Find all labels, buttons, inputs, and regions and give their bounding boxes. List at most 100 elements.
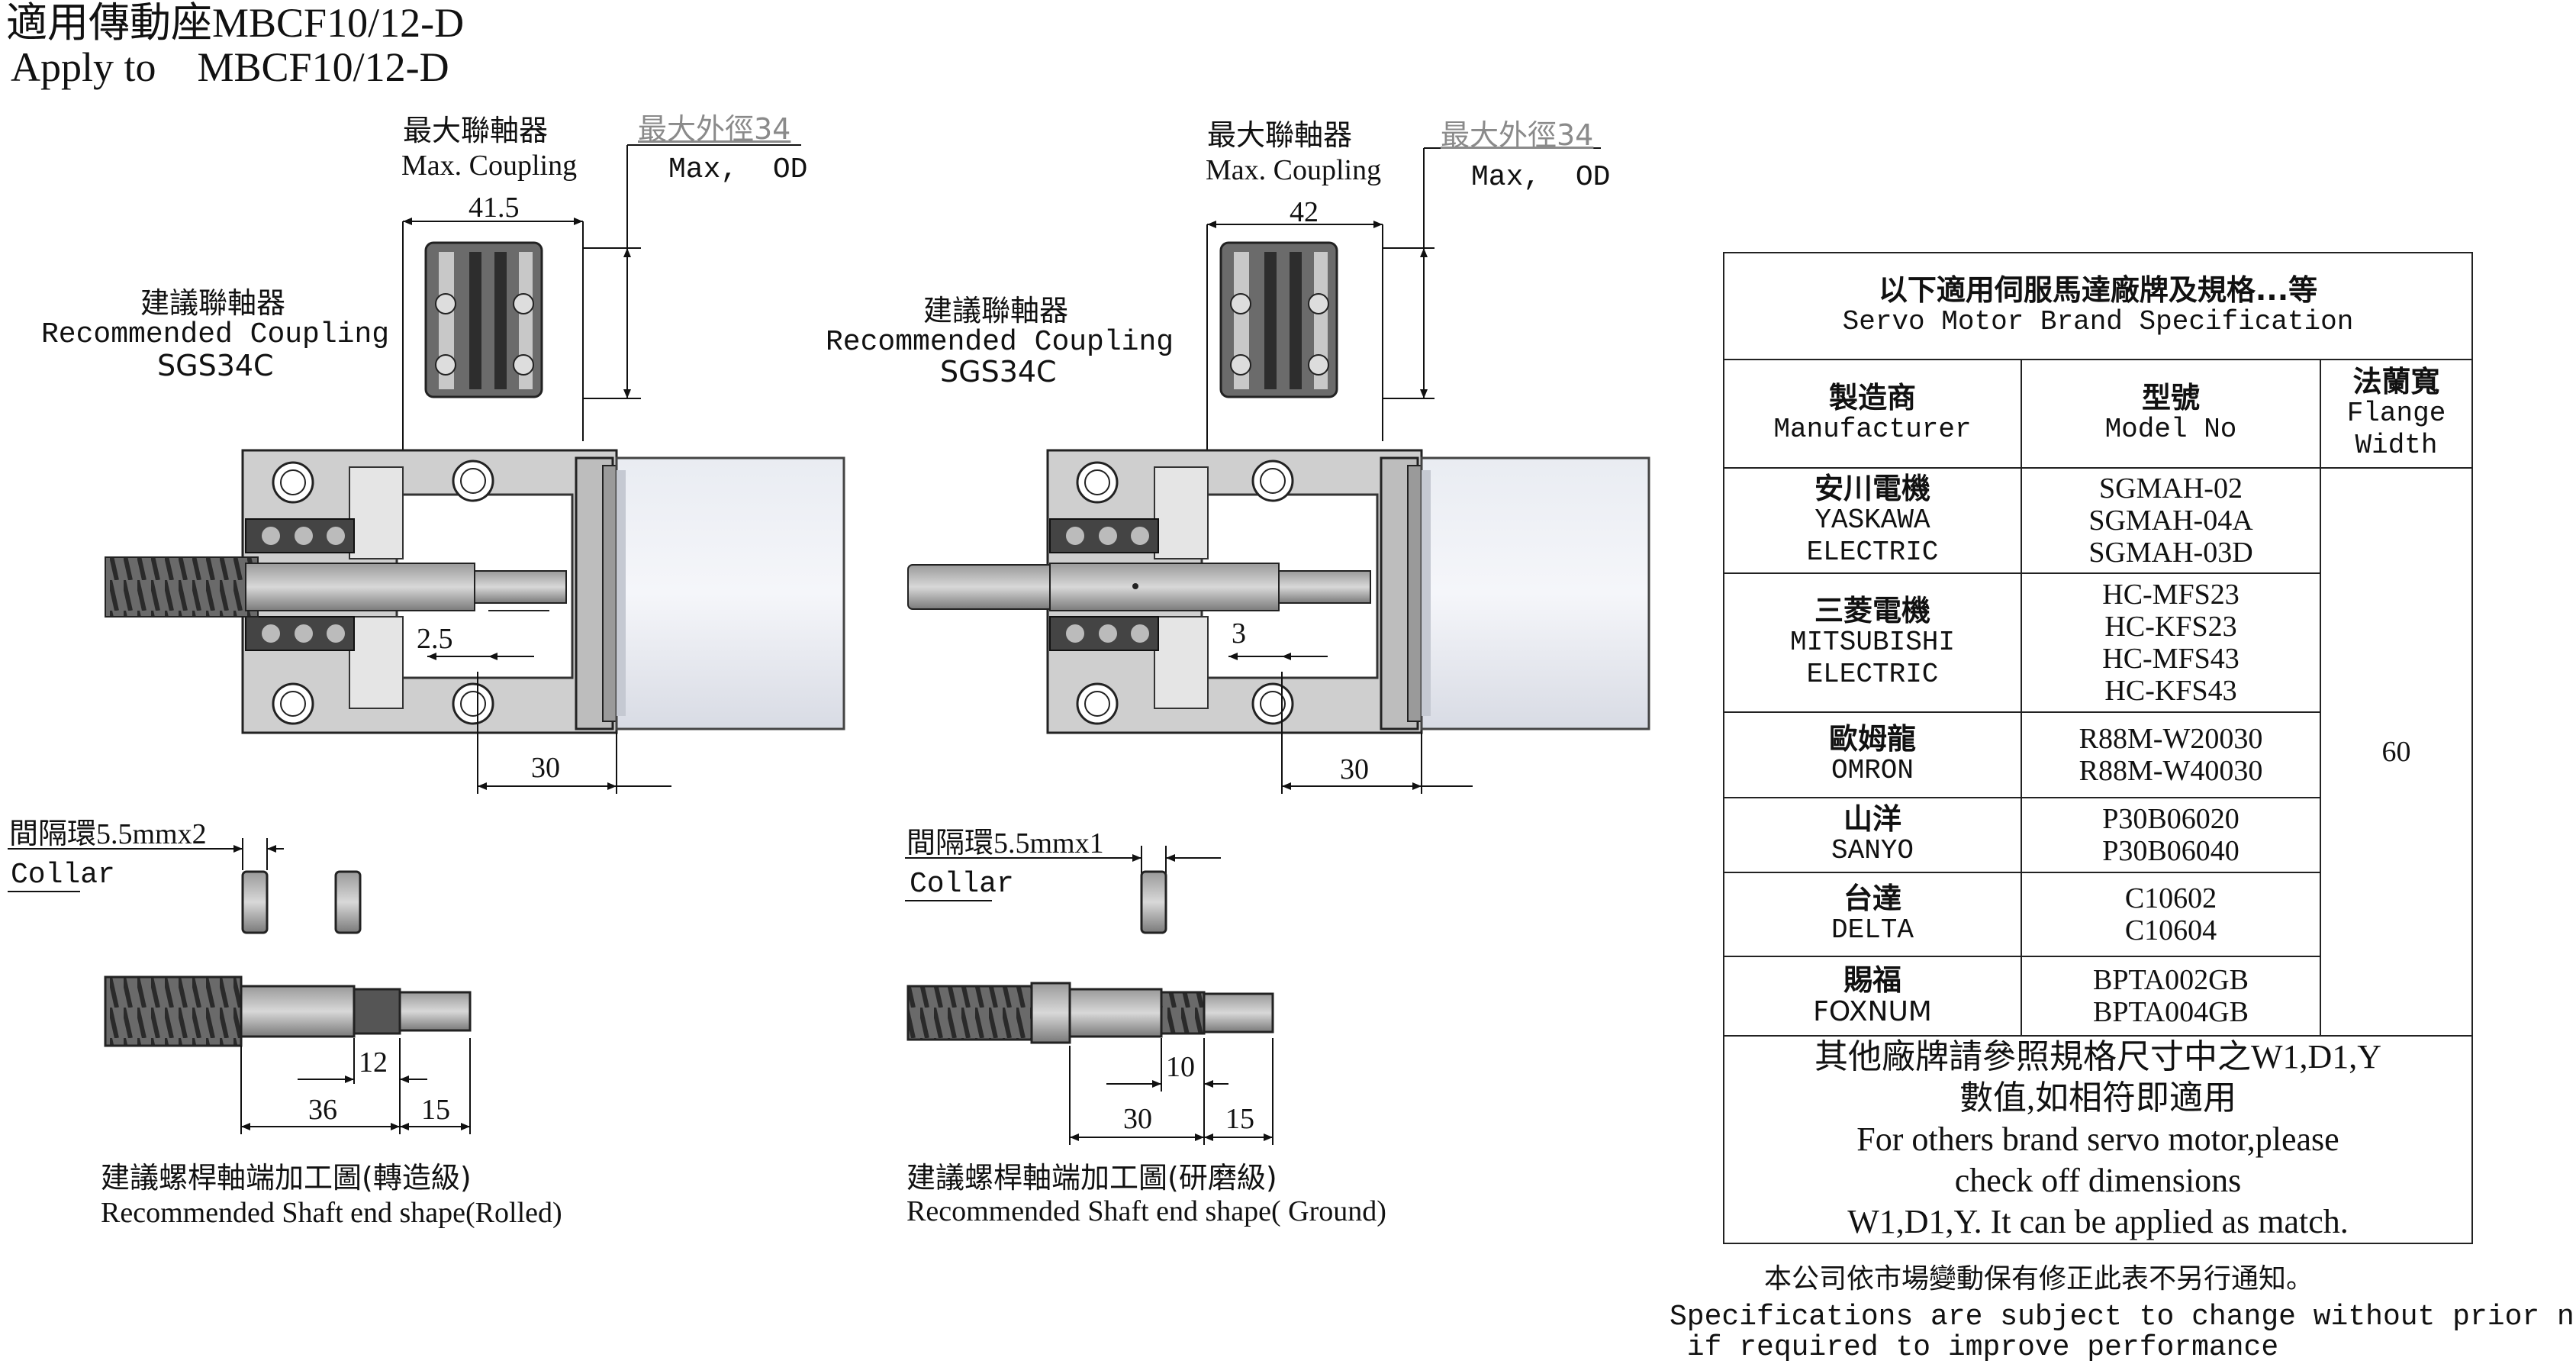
left-max-coupling-zh: 最大聯軸器 [403,114,549,147]
right-rec-coupling-model: SGS34C [940,355,1057,389]
servo-brand-table: 以下適用伺服馬達廠牌及規格...等 Servo Motor Brand Spec… [1723,252,2473,1244]
brand-en: YASKAWA [1814,505,1930,536]
model-no: C10604 [2124,914,2217,946]
brand-en: SANYO [1831,835,1914,866]
brand-en: ELECTRIC [1806,537,1939,568]
brand-en: ELECTRIC [1806,659,1939,690]
right-collar-zh: 間隔環5.5mmx1 [906,827,1104,859]
table-row: 歐姆龍 OMRON R88M-W20030 R88M-W40030 [1723,711,2472,798]
right-depth-dim: 30 [1340,753,1369,785]
col-flange-en1: Flange [2346,398,2446,429]
left-max-coupling-en: Max. Coupling [401,150,578,182]
left-gap-dim: 2.5 [417,623,453,655]
assembly-drawings [8,144,1650,1145]
left-collar-zh: 間隔環5.5mmx2 [9,818,207,850]
right-max-coupling-en: Max. Coupling [1206,154,1382,186]
col-manufacturer-header: 製造商 Manufacturer [1723,359,2022,469]
left-assembly [105,144,845,794]
col-flange-header: 法蘭寬 Flange Width [2320,359,2473,469]
left-max-od-zh: 最大外徑34 [638,112,791,146]
left-collars [8,838,362,934]
footer-notice-en1: Specifications are subject to change wit… [1670,1301,2576,1333]
left-coupling-width-dim: 41.5 [469,192,520,224]
table-note-line: check off dimensions [1954,1162,2242,1199]
flange-width-value: 60 [2381,736,2411,768]
right-collars [905,846,1221,934]
model-no: SGMAH-02 [2099,472,2243,505]
model-no: HC-KFS43 [2104,675,2237,707]
model-no: P30B06040 [2102,835,2240,867]
col-model-zh: 型號 [2141,381,2200,414]
right-shaft-dim-c: 15 [1225,1103,1254,1135]
col-manufacturer-en: Manufacturer [1773,414,1972,445]
left-shaft-dim-b: 36 [308,1094,337,1126]
table-note-line: 數值,如相符即適用 [1959,1079,2236,1117]
left-rec-coupling-zh: 建議聯軸器 [140,286,286,320]
brand-zh: 三菱電機 [1814,594,1930,627]
model-no: C10602 [2124,882,2217,914]
brand-zh: 歐姆龍 [1828,722,1916,756]
model-no: BPTA002GB [2093,964,2249,996]
table-row: 山洋 SANYO P30B06020 P30B06040 [1723,797,2472,873]
col-flange-en2: Width [2355,430,2438,461]
footer-notice-zh: 本公司依市場變動保有修正此表不另行通知。 [1764,1263,2314,1295]
right-coupling-width-dim: 42 [1290,196,1319,228]
model-no: R88M-W20030 [2079,723,2263,755]
table-note-line: 其他廠牌請參照規格尺寸中之W1,D1,Y [1814,1038,2382,1075]
model-no: SGMAH-04A [2088,505,2253,537]
left-caption-zh: 建議螺桿軸端加工圖(轉造級) [101,1161,472,1195]
left-rec-coupling-en: Recommended Coupling [41,318,390,351]
table-row: 安川電機 YASKAWA ELECTRIC SGMAH-02 SGMAH-04A… [1723,467,2473,1036]
table-title-zh: 以下適用伺服馬達廠牌及規格...等 [1878,273,2318,307]
left-coupling [424,241,543,398]
right-rec-coupling-en: Recommended Coupling [826,326,1174,359]
model-no: SGMAH-03D [2088,537,2253,569]
table-note-line: For others brand servo motor,please [1856,1121,2339,1158]
right-coupling [1219,241,1338,398]
page-title-en: Apply to MBCF10/12-D [11,44,449,90]
col-model-header: 型號 Model No [2021,359,2321,469]
table-title-cell: 以下適用伺服馬達廠牌及規格...等 Servo Motor Brand Spec… [1723,252,2473,360]
left-shaft-dim-a: 12 [359,1046,388,1079]
table-row: 台達 DELTA C10602 C10604 [1723,872,2472,957]
table-row: 賜福 FOXNUM BPTA002GB BPTA004GB [1723,956,2472,1037]
brand-en: OMRON [1831,755,1914,786]
model-no: BPTA004GB [2093,996,2249,1028]
footer-notice-en2: if required to improve performance [1670,1331,2279,1364]
brand-zh: 賜福 [1843,963,1901,997]
left-collar-en: Collar [11,859,115,892]
col-flange-zh: 法蘭寬 [2352,365,2440,398]
model-no: HC-MFS23 [2102,579,2240,611]
model-no: HC-KFS23 [2104,611,2237,643]
right-max-od-en: Max, OD [1471,161,1611,194]
right-gap-dim: 3 [1232,618,1246,650]
model-no: P30B06020 [2102,803,2240,835]
right-max-coupling-zh: 最大聯軸器 [1207,118,1353,152]
brand-zh: 山洋 [1843,802,1901,836]
left-max-od-en: Max, OD [668,153,808,186]
left-shaft-dim-c: 15 [421,1094,450,1126]
model-no: HC-MFS43 [2102,643,2240,675]
col-manufacturer-zh: 製造商 [1828,381,1916,414]
right-caption-zh: 建議螺桿軸端加工圖(研磨級) [906,1161,1277,1195]
left-shaft [104,975,472,1134]
right-max-od-zh: 最大外徑34 [1441,118,1594,152]
brand-zh: 台達 [1843,882,1901,915]
right-caption-en: Recommended Shaft end shape( Ground) [906,1195,1386,1227]
col-model-en: Model No [2104,414,2237,445]
flange-width-cell: 60 [2320,467,2473,1036]
right-assembly [907,147,1650,794]
brand-en: MITSUBISHI [1789,627,1956,658]
table-note-cell: 其他廠牌請參照規格尺寸中之W1,D1,Y 數值,如相符即適用 For other… [1723,1035,2473,1244]
model-no: R88M-W40030 [2079,755,2263,787]
right-collar-en: Collar [910,868,1014,901]
brand-en: DELTA [1831,914,1914,946]
left-rec-coupling-model: SGS34C [157,349,274,382]
table-note-line: W1,D1,Y. It can be applied as match. [1847,1203,2349,1240]
brand-en: FOXNUM [1813,996,1932,1027]
page-title-zh: 適用傳動座MBCF10/12-D [6,0,465,46]
left-depth-dim: 30 [531,752,560,784]
right-shaft-dim-a: 10 [1166,1051,1195,1083]
left-caption-en: Recommended Shaft end shape(Rolled) [101,1197,562,1229]
right-shaft [906,982,1274,1145]
